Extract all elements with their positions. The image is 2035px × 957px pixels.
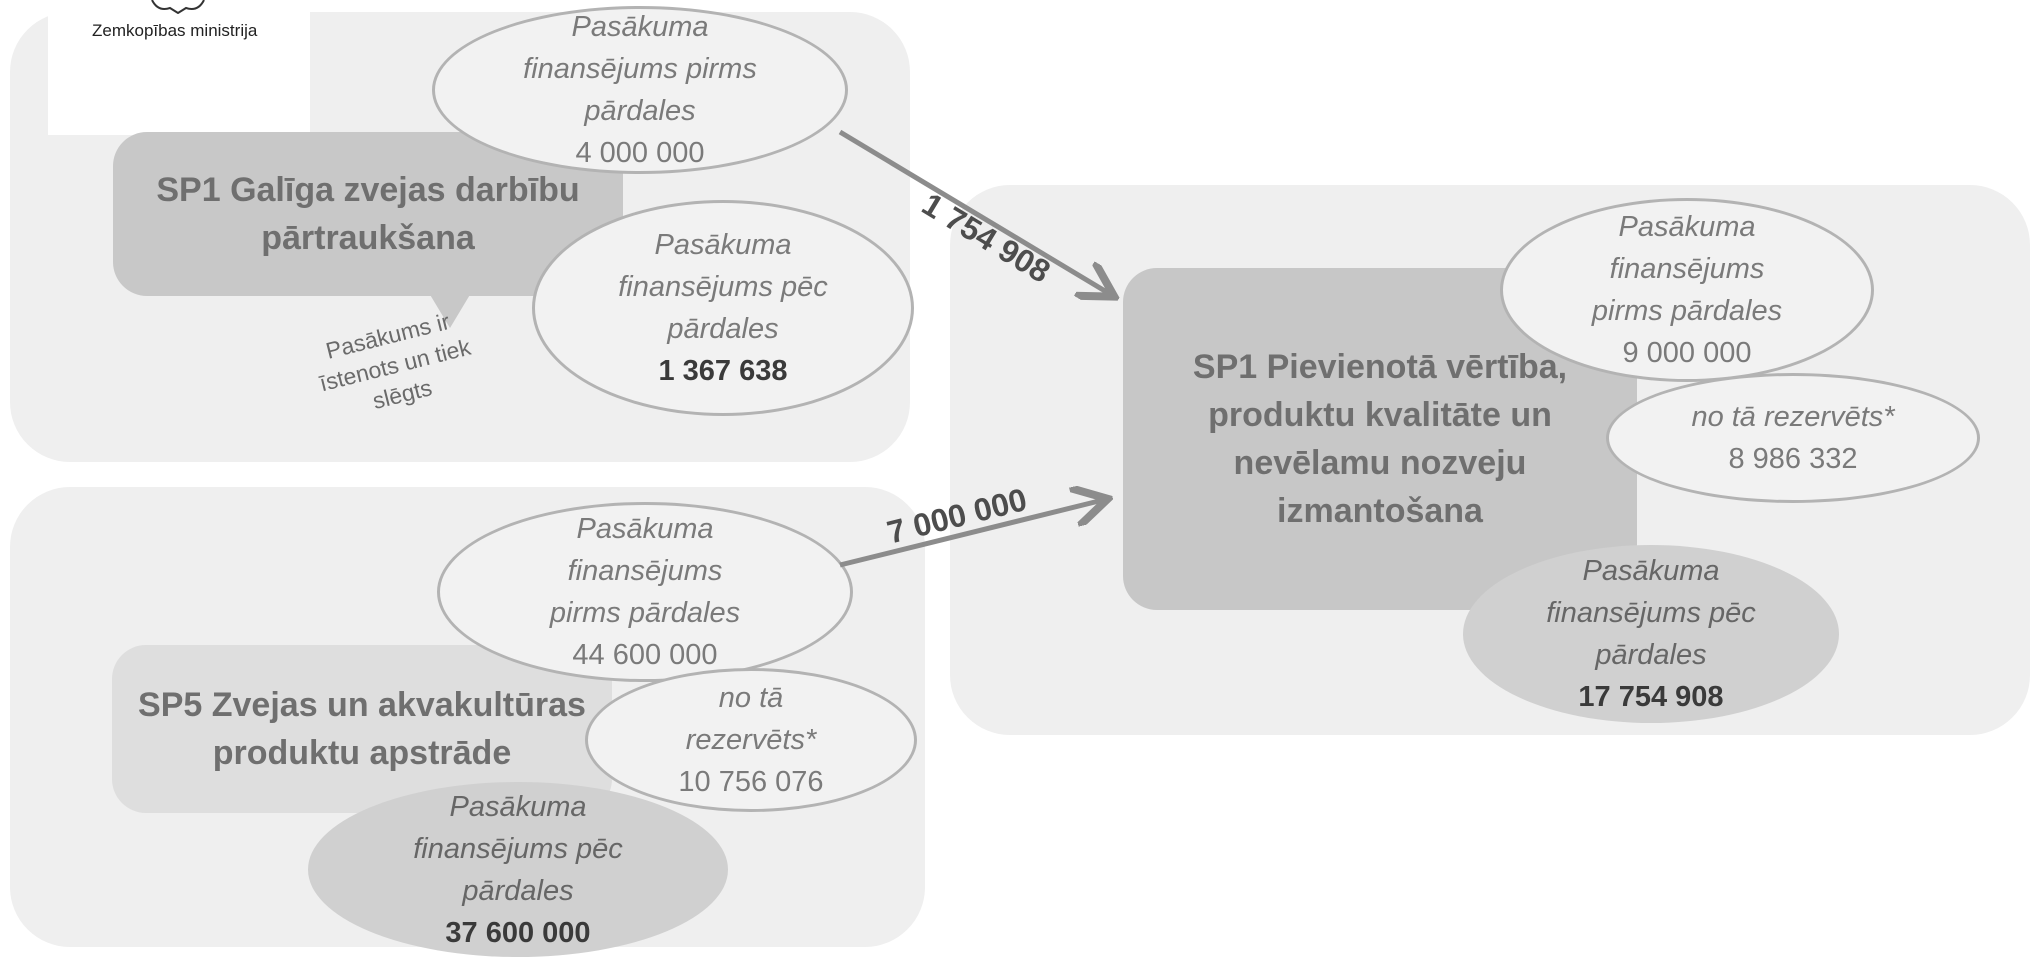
sp5-before-oval: Pasākuma finansējums pirms pārdales 44 6…	[437, 502, 853, 682]
sp1-added-value-title-line-4: izmantošana	[1277, 492, 1483, 530]
sp1-closure-title: SP1 Galīga zvejas darbību pārtraukšana	[156, 171, 580, 257]
sp5-before-value: 44 600 000	[572, 639, 718, 671]
sp1-av-before-oval: Pasākuma finansējums pirms pārdales 9 00…	[1500, 198, 1874, 382]
sp1-av-after-oval: Pasākuma finansējums pēc pārdales 17 754…	[1463, 545, 1839, 723]
sp5-reserved-value: 10 756 076	[678, 766, 824, 798]
logo: Zemkopības ministrija	[48, 0, 310, 135]
sp5-after-value: 37 600 000	[445, 916, 591, 949]
logo-caption: Zemkopības ministrija	[92, 21, 258, 40]
sp1-closure-before-value: 4 000 000	[575, 137, 705, 169]
sp1-added-value-title-line-1: SP1 Pievienotā vērtība,	[1192, 348, 1568, 386]
sp1-added-value-title-line-3: nevēlamu nozveju	[1233, 444, 1527, 482]
sp1-added-value-title-line-2: produktu kvalitāte un	[1208, 396, 1552, 434]
sp5-processing-title-line-2: produktu apstrāde	[212, 734, 512, 772]
sp1-closure-before-oval: Pasākuma finansējums pirms pārdales 4 00…	[432, 6, 848, 174]
sp1-av-before-value: 9 000 000	[1622, 337, 1752, 369]
sp1-av-after-value: 17 754 908	[1578, 681, 1724, 713]
sp5-processing-title-line-1: SP5 Zvejas un akvakultūras	[138, 686, 586, 724]
sp1-closure-after-value: 1 367 638	[658, 355, 788, 387]
sp5-after-oval: Pasākuma finansējums pēc pārdales 37 600…	[308, 782, 728, 957]
coat-of-arms-icon	[151, 0, 205, 14]
transfer-arrow-2	[839, 500, 1103, 568]
sp1-closure-box: SP1 Galīga zvejas darbību pārtraukšana	[113, 132, 623, 296]
sp1-av-reserved-value: 8 986 332	[1728, 443, 1858, 475]
transfer-arrow-1	[838, 129, 1110, 294]
sp1-av-reserved-oval: no tā rezervēts* 8 986 332	[1606, 373, 1980, 503]
sp5-reserved-oval: no tā rezervēts* 10 756 076	[585, 668, 917, 812]
sp1-closure-after-oval: Pasākuma finansējums pēc pārdales 1 367 …	[532, 200, 914, 416]
sp1-closure-callout-tail	[420, 278, 480, 328]
